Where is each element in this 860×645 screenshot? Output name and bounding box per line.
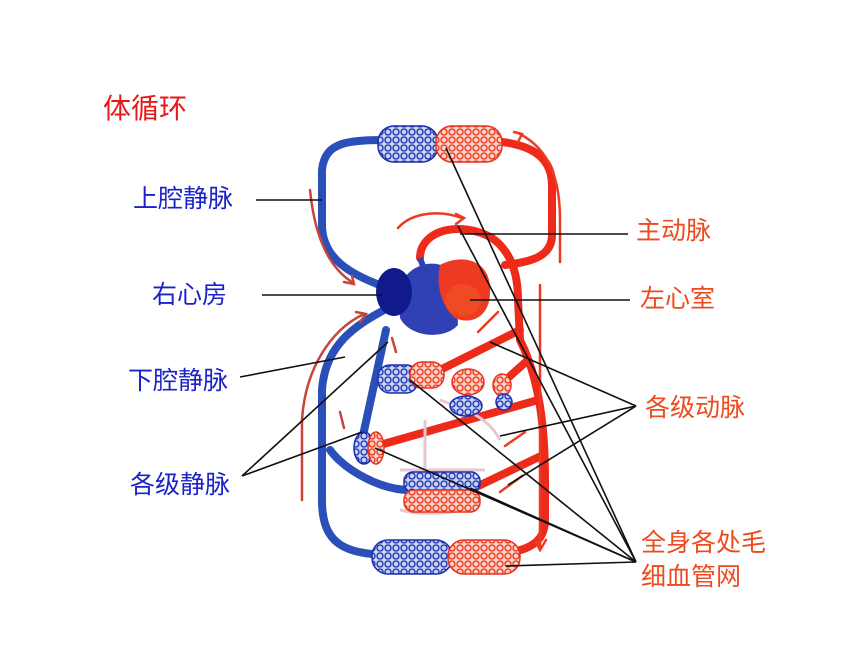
label-capillaries-line2: 细血管网 <box>641 562 742 591</box>
label-right-atrium: 右心房 <box>152 280 228 309</box>
label-inferior-vena-cava: 下腔静脉 <box>128 366 229 395</box>
organ3-capillary-red <box>492 373 512 397</box>
artery-branch-1 <box>436 326 524 374</box>
artery-branch-4 <box>466 451 547 494</box>
pointer-veins-2 <box>241 431 363 477</box>
organ5-capillary-red <box>403 489 481 513</box>
pointer-veins-1 <box>241 341 389 477</box>
superior-vena-cava <box>318 136 399 292</box>
artery-branch-3 <box>376 396 542 449</box>
pointer-capillaries-3 <box>409 379 637 563</box>
upper-artery <box>466 136 556 269</box>
organ2-capillary-red <box>451 368 485 396</box>
pointer-capillaries-5 <box>469 487 637 563</box>
label-veins: 各级静脉 <box>130 470 231 499</box>
arrow-lower-branch <box>503 430 527 448</box>
pointer-lines <box>239 147 637 567</box>
arrow-top-right <box>518 132 562 264</box>
pointer-arteries-2 <box>499 405 637 437</box>
heart-vessel-top <box>417 256 431 282</box>
label-capillaries-line1: 全身各处毛 <box>641 528 767 557</box>
arrow-left-upper <box>308 188 354 284</box>
pointer-capillaries-6 <box>505 561 637 567</box>
label-left-ventricle: 左心室 <box>640 284 716 313</box>
bottom-capillary-red <box>447 539 521 575</box>
diagram-title: 体循环 <box>103 92 188 125</box>
label-superior-vena-cava: 上腔静脉 <box>133 184 234 213</box>
arrow-left-lower <box>300 312 366 502</box>
pointer-capillaries-2 <box>457 225 637 563</box>
label-aorta: 主动脉 <box>636 216 712 245</box>
pointer-inferior-vena-cava <box>239 356 346 378</box>
organ3-capillary-blue <box>495 393 513 411</box>
top-capillary-red <box>435 125 503 163</box>
label-arteries: 各级动脉 <box>645 393 746 422</box>
arrow-vein-up <box>338 410 346 430</box>
capillary-networks <box>353 125 521 575</box>
left-ventricle <box>445 284 481 316</box>
artery-vessels <box>376 136 556 559</box>
inferior-vena-cava <box>318 304 399 559</box>
top-capillary-blue <box>377 125 439 163</box>
pointer-capillaries-1 <box>445 147 637 563</box>
pointer-arteries-1 <box>489 341 637 407</box>
heart <box>376 256 491 335</box>
organ2-capillary-blue <box>449 395 483 417</box>
right-atrium <box>376 268 412 316</box>
flow-arrows <box>300 130 562 553</box>
vein-vessels <box>318 136 414 559</box>
arrow-vein-up-2 <box>390 336 398 354</box>
pointer-arteries-3 <box>507 405 637 486</box>
aortic-arch <box>416 224 522 304</box>
lower-vein-branch <box>326 446 414 494</box>
organ1-capillary-red <box>409 361 445 389</box>
bottom-capillary-blue <box>371 539 453 575</box>
arrow-branch <box>476 310 500 334</box>
arrow-arch <box>396 212 464 230</box>
